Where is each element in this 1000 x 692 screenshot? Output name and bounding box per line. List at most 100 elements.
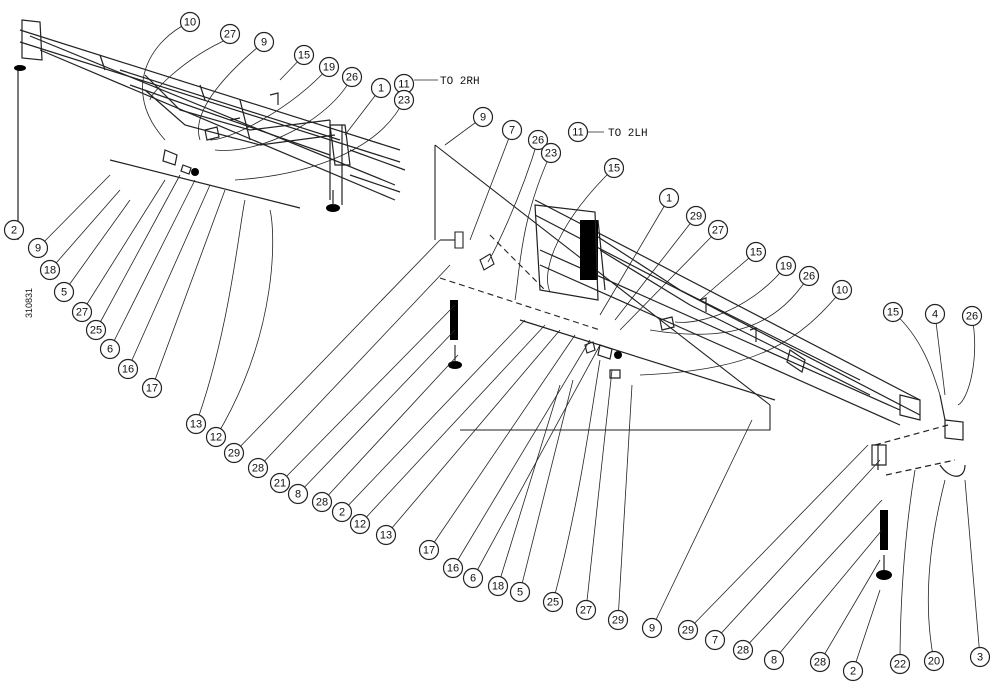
callout-number: 9: [35, 243, 41, 255]
callout-number: 10: [184, 17, 196, 29]
callout-bubble: 28: [247, 457, 269, 479]
callout-bubble: 7: [501, 119, 523, 141]
drawing-number: 310831: [24, 288, 34, 318]
callout-number: 2: [11, 225, 17, 237]
callout-bubble: 12: [205, 426, 227, 448]
callout-bubble: 15: [603, 157, 625, 179]
callout-bubble: 2: [331, 501, 353, 523]
callout-bubble: 2: [842, 660, 864, 682]
callout-bubble: 23: [393, 89, 415, 111]
callout-bubble: 13: [185, 413, 207, 435]
callout-bubble: 18: [487, 575, 509, 597]
left-boom-frame: [14, 19, 406, 240]
callout-bubble: 15: [745, 241, 767, 263]
callout-number: 12: [354, 519, 366, 531]
callout-number: 26: [966, 311, 978, 323]
callout-bubble: 27: [707, 219, 729, 241]
callout-number: 27: [580, 605, 592, 617]
callout-number: 15: [608, 163, 620, 175]
callout-bubble: 26: [527, 129, 549, 151]
note-to-2lh: TO 2LH: [608, 128, 648, 140]
callout-bubble: 1: [658, 187, 680, 209]
callout-number: 18: [44, 265, 56, 277]
callout-number: 10: [836, 285, 848, 297]
callout-number: 27: [712, 225, 724, 237]
callout-bubble: 4: [924, 303, 946, 325]
callout-number: 1: [378, 83, 384, 95]
callout-number: 6: [107, 344, 113, 356]
callout-number: 27: [224, 29, 236, 41]
callout-bubble: 21: [269, 472, 291, 494]
note-to-2rh: TO 2RH: [440, 76, 480, 88]
callout-number: 28: [737, 645, 749, 657]
callout-number: 8: [771, 655, 777, 667]
callout-bubble: 20: [923, 650, 945, 672]
callout-number: 28: [252, 463, 264, 475]
callout-bubble: 28: [732, 639, 754, 661]
callout-number: 20: [928, 656, 940, 668]
callout-number: 19: [780, 261, 792, 273]
callout-bubble: 10: [831, 279, 853, 301]
callout-bubble: 9: [472, 106, 494, 128]
callout-number: 11: [398, 79, 409, 91]
callout-number: 5: [517, 587, 523, 599]
callout-bubble: 16: [442, 557, 464, 579]
callout-bubble: 3: [969, 646, 991, 668]
callout-number: 19: [323, 62, 335, 74]
callout-bubble: 26: [341, 66, 363, 88]
callout-bubble: 2: [3, 219, 25, 241]
callout-bubble: 1: [370, 77, 392, 99]
callout-number: 26: [803, 271, 815, 283]
callout-bubble: 5: [53, 281, 75, 303]
callout-number: 3: [977, 652, 983, 664]
callout-number: 15: [887, 307, 899, 319]
center-mount-frame: [434, 144, 771, 431]
callout-bubble: 8: [763, 649, 785, 671]
callout-bubble: 15: [882, 301, 904, 323]
callout-bubble: 17: [141, 377, 163, 399]
callout-number: 8: [295, 489, 301, 501]
callout-bubble: 29: [607, 609, 629, 631]
callout-number: 23: [545, 148, 557, 160]
callout-number: 5: [61, 287, 67, 299]
callout-bubble: 6: [462, 567, 484, 589]
callout-number: 17: [423, 545, 435, 557]
callout-number: 28: [814, 657, 826, 669]
callout-number: 7: [509, 125, 515, 137]
callout-number: 13: [380, 530, 392, 542]
callout-number: 9: [649, 623, 655, 635]
callout-bubble: 17: [418, 539, 440, 561]
callout-bubble: 7: [704, 629, 726, 651]
callout-bubble: 23: [540, 142, 562, 164]
callout-bubble: 25: [542, 591, 564, 613]
callout-bubble: 26: [798, 265, 820, 287]
callout-bubble: 29: [677, 619, 699, 641]
callout-bubble: 22: [889, 653, 911, 675]
callout-bubble: 8: [287, 483, 309, 505]
callout-number: 29: [690, 211, 702, 223]
callout-number: 16: [122, 364, 134, 376]
callout-number: 7: [712, 635, 718, 647]
callout-number: 2: [339, 507, 345, 519]
callout-number: 29: [682, 625, 694, 637]
callout-bubble: 6: [99, 338, 121, 360]
right-leaders: [233, 116, 981, 672]
callout-bubble: 13: [375, 524, 397, 546]
callout-number: 1: [666, 193, 672, 205]
callout-number: 25: [547, 597, 559, 609]
callout-number: 2: [850, 666, 856, 678]
callout-bubble: 18: [39, 259, 61, 281]
callout-number: 26: [346, 72, 358, 84]
callout-bubble: 9: [27, 237, 49, 259]
callout-number: 26: [532, 135, 544, 147]
callout-number: 4: [932, 309, 938, 321]
callout-bubble: 19: [775, 255, 797, 277]
callout-bubble: 15: [293, 44, 315, 66]
callout-number: 13: [190, 419, 202, 431]
callout-bubble: 28: [809, 651, 831, 673]
callout-number: 29: [228, 448, 240, 460]
callout-number: 21: [274, 478, 286, 490]
callout-bubble: 9: [641, 617, 663, 639]
